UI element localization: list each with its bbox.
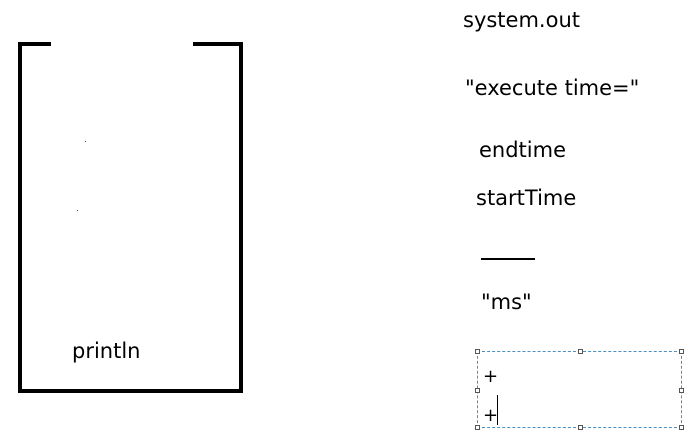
item-execute-time-string[interactable]: "execute time=" bbox=[465, 76, 640, 100]
stack-top-left-lip bbox=[18, 42, 51, 46]
speck-mark bbox=[85, 141, 86, 142]
resize-handle-top-center[interactable] bbox=[578, 349, 583, 354]
resize-handle-bottom-center[interactable] bbox=[578, 425, 583, 430]
item-system-out[interactable]: system.out bbox=[463, 8, 580, 32]
textbox-line-plus: + bbox=[483, 366, 499, 387]
resize-handle-middle-left[interactable] bbox=[475, 388, 480, 393]
stack-right-wall bbox=[239, 42, 243, 393]
resize-handle-bottom-left[interactable] bbox=[475, 425, 480, 430]
stack-bottom-wall bbox=[18, 389, 243, 393]
item-starttime[interactable]: startTime bbox=[476, 186, 577, 210]
item-endtime[interactable]: endtime bbox=[479, 138, 567, 162]
resize-handle-middle-right[interactable] bbox=[679, 388, 684, 393]
stack-left-wall bbox=[18, 42, 22, 393]
stack-container bbox=[18, 42, 243, 393]
minus-operator-line[interactable] bbox=[481, 258, 535, 260]
stack-label: println bbox=[72, 339, 141, 363]
selected-text-box[interactable]: + + bbox=[475, 349, 684, 430]
textbox-line-plus: + bbox=[483, 405, 499, 426]
resize-handle-bottom-right[interactable] bbox=[679, 425, 684, 430]
text-caret bbox=[497, 395, 498, 425]
resize-handle-top-left[interactable] bbox=[475, 349, 480, 354]
stack-top-right-lip bbox=[193, 42, 243, 46]
resize-handle-top-right[interactable] bbox=[679, 349, 684, 354]
speck-mark bbox=[77, 210, 78, 211]
item-ms-string[interactable]: "ms" bbox=[481, 290, 532, 314]
